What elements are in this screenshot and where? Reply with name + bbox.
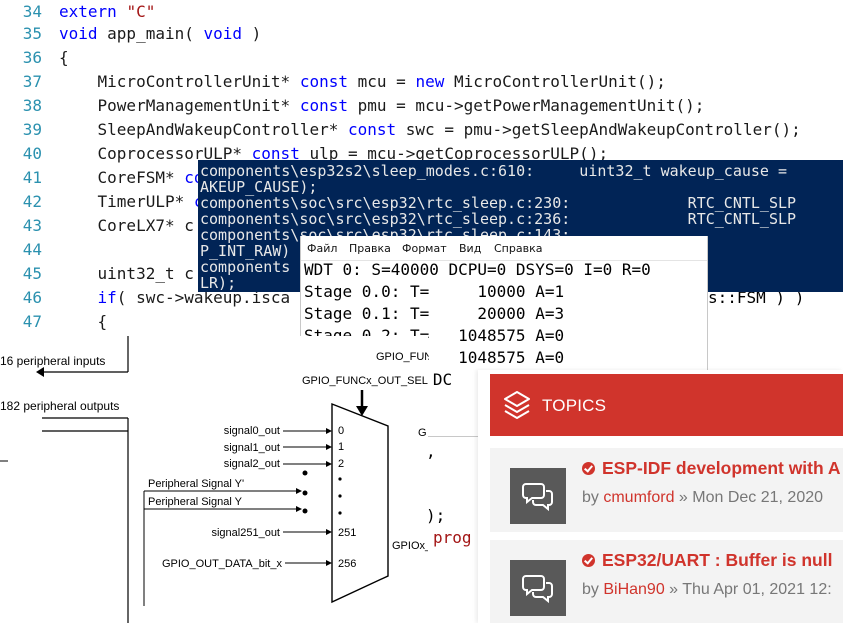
line-number: 40 — [22, 144, 42, 163]
signal-label: signal0_out — [224, 425, 280, 437]
chat-bubbles-icon — [522, 575, 553, 604]
line-number: 44 — [22, 240, 42, 259]
topic-meta: by cmumford » Mon Dec 21, 2020 — [582, 489, 824, 506]
notepad-line: Stage 0.1: T= 20000 A=3 — [304, 304, 565, 323]
code-fragment-comma: , — [426, 442, 436, 461]
signal-label: signal251_out — [211, 527, 280, 539]
code-text: if( swc->wakeup.isca — [97, 288, 291, 307]
mux-block — [331, 402, 389, 604]
line-number: 36 — [22, 48, 42, 67]
periph-signal-label: Peripheral Signal Y' — [148, 478, 244, 490]
line-number: 34 — [22, 2, 42, 21]
menu-format[interactable]: Формат — [402, 242, 447, 255]
check-circle-icon — [582, 462, 595, 475]
line-number: 42 — [22, 192, 42, 211]
code-text: void app_main( void ) — [59, 24, 262, 43]
mux-index: 0 — [338, 425, 344, 437]
topics-header: TOPICS — [490, 374, 843, 436]
line-number: 45 — [22, 264, 42, 283]
line-number: 46 — [22, 288, 42, 307]
code-text: CoreLX7* c — [59, 216, 194, 235]
signal-label: signal1_out — [224, 442, 280, 454]
line-number: 39 — [22, 120, 42, 139]
topic-author[interactable]: cmumford — [603, 489, 675, 506]
console-line: components — [200, 258, 291, 276]
mux-sel-label: GPIO_FUNCx_OUT_SEL — [302, 375, 428, 387]
console-line: components\soc\src\esp32\rtc_sleep.c:236… — [200, 210, 797, 228]
topic-author[interactable]: BiHan90 — [603, 581, 665, 598]
code-text: { — [59, 312, 108, 331]
code-text: uint32_t c — [59, 264, 194, 283]
mux-index: 256 — [338, 558, 356, 570]
code-fragment-semi: ); — [426, 506, 446, 525]
gpio-fun-label: GPIO_FUN — [376, 351, 428, 363]
peripheral-inputs-label: 16 peripheral inputs — [0, 354, 105, 368]
mux-index: 251 — [338, 527, 356, 539]
mux-index: 2 — [338, 458, 344, 470]
notepad-line: WDT 0: S=40000 DCPU=0 DSYS=0 I=0 R=0 — [304, 260, 651, 279]
code-text: { — [59, 48, 69, 67]
code-text: CoprocessorULP* const ulp = mcu->getCopr… — [59, 144, 609, 163]
menu-help[interactable]: Справка — [494, 242, 543, 255]
g-label: G — [418, 427, 427, 439]
forum-topics-panel: TOPICS ESP-IDF development with A by cmu… — [478, 370, 843, 623]
topic-icon-box — [510, 468, 566, 524]
gpiox-label: GPIOx_ — [392, 540, 428, 552]
peripheral-outputs-label: 182 peripheral outputs — [0, 399, 119, 413]
topic-row[interactable]: ESP-IDF development with A by cmumford »… — [490, 448, 843, 532]
topic-title[interactable]: ESP32/UART : Buffer is null — [582, 550, 832, 571]
signal-label: signal2_out — [224, 458, 280, 470]
code-fragment-prog: prog — [433, 528, 472, 547]
code-text: CoreFSM* co — [59, 168, 204, 187]
layers-icon — [504, 391, 530, 419]
console-line: LR); — [200, 274, 237, 292]
line-number: 41 — [22, 168, 42, 187]
menu-file[interactable]: Файл — [307, 242, 338, 255]
topic-meta: by BiHan90 » Thu Apr 01, 2021 12: — [582, 581, 832, 598]
console-line: components\soc\src\esp32\rtc_sleep.c:230… — [200, 194, 797, 212]
menu-edit[interactable]: Правка — [349, 242, 391, 255]
code-text: PowerManagementUnit* const pmu = mcu->ge… — [59, 96, 705, 115]
topic-icon-box — [510, 560, 566, 616]
notepad-menubar: Файл Правка Формат Вид Справка — [301, 236, 707, 261]
menu-view[interactable]: Вид — [459, 242, 482, 255]
gpio-mux-diagram: 16 peripheral inputs 182 peripheral outp… — [0, 336, 428, 623]
code-line-tail: s::FSM ) ) — [708, 288, 805, 307]
notepad-line: Stage 0.0: T= 10000 A=1 — [304, 282, 565, 301]
chat-bubbles-icon — [522, 483, 553, 512]
line-number: 38 — [22, 96, 42, 115]
signal-label: GPIO_OUT_DATA_bit_x — [162, 558, 283, 570]
console-line: components\esp32s2\sleep_modes.c:610: ui… — [200, 162, 787, 180]
line-number: 37 — [22, 72, 42, 91]
code-text: extern "C" — [59, 2, 156, 21]
line-number: 35 — [22, 24, 42, 43]
code-text: TimerULP* co — [59, 192, 214, 211]
code-text: SleepAndWakeupController* const swc = pm… — [59, 120, 801, 139]
console-line: AKEUP_CAUSE); — [200, 178, 318, 196]
topic-title[interactable]: ESP-IDF development with A — [582, 458, 841, 479]
mux-index: 1 — [338, 441, 344, 453]
topic-row[interactable]: ESP32/UART : Buffer is null by BiHan90 »… — [490, 540, 843, 623]
check-circle-icon — [582, 554, 595, 567]
console-line: P_INT_RAW) — [200, 242, 291, 260]
code-text: MicroControllerUnit* const mcu = new Mic… — [59, 72, 666, 91]
line-number: 47 — [22, 312, 42, 331]
periph-signal-label: Peripheral Signal Y — [148, 496, 243, 508]
line-number: 43 — [22, 216, 42, 235]
topics-label: TOPICS — [542, 396, 607, 415]
